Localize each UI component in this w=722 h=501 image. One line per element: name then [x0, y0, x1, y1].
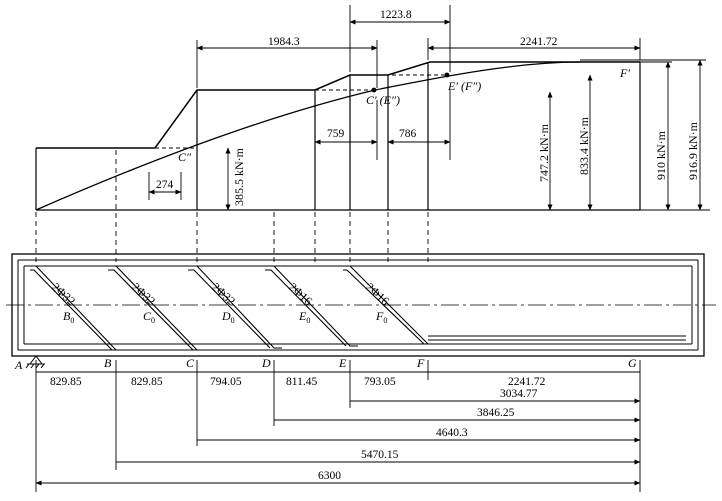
moment-747-2: 747.2 kN·m [537, 123, 551, 182]
cum-3034-77: 3034.77 [500, 388, 538, 400]
bar-label-e0-size: 2Φ16 [286, 280, 315, 308]
bar-label-b0-size: 2Φ32 [49, 280, 78, 308]
label-c-double-prime: C″ [178, 150, 192, 164]
point-label-d: D [261, 356, 271, 370]
moment-385-5: 385.5 kN·m [232, 147, 246, 206]
bar-label-c0-size: 2Φ32 [129, 280, 158, 308]
label-e-prime-f-double-prime: E′ (F″) [447, 79, 481, 93]
moment-833-4: 833.4 kN·m [577, 116, 591, 175]
point-label-a: A [14, 358, 23, 372]
span-793-05: 793.05 [364, 376, 396, 388]
moment-diagram: C″ C′ (E″) E′ (F″) F′ 385.5 kN·m 747.2 k… [35, 59, 710, 211]
span-794-05: 794.05 [210, 376, 242, 388]
bar-id-b0: B0 [63, 309, 74, 325]
moment-916-9: 916.9 kN·m [686, 121, 700, 180]
point-label-g: G [628, 356, 637, 370]
span-829-85-a: 829.85 [50, 376, 82, 388]
bar-label-d0-size: 2Φ32 [209, 280, 238, 308]
point-label-f: F [416, 356, 425, 370]
dim-2241-72-top: 2241.72 [520, 36, 558, 48]
bar-id-d0: D0 [221, 309, 235, 325]
dim-759: 759 [327, 128, 345, 140]
span-829-85-b: 829.85 [131, 376, 163, 388]
bar-id-f0: F0 [375, 309, 387, 325]
dim-786: 786 [399, 128, 417, 140]
span-2241-72: 2241.72 [508, 376, 546, 388]
point-labels: A B C D E F G [14, 356, 637, 372]
bar-id-e0: E0 [298, 309, 310, 325]
cumulative-dimensions: 3034.77 3846.25 4640.3 5470.15 6300 [35, 388, 641, 486]
point-e-prime [444, 72, 450, 78]
cum-3846-25: 3846.25 [477, 407, 515, 419]
top-dimensions: 1984.3 1223.8 2241.72 274 759 786 [148, 5, 641, 200]
span-dimensions: 829.85 829.85 794.05 811.45 793.05 2241.… [35, 360, 641, 492]
dim-274: 274 [156, 179, 174, 191]
point-label-b: B [104, 356, 112, 370]
bar-id-c0: C0 [143, 309, 155, 325]
moment-curve [35, 61, 581, 211]
projection-lines [35, 150, 429, 262]
cum-6300: 6300 [318, 470, 341, 482]
dim-1984-3: 1984.3 [268, 36, 300, 48]
dim-1223-8: 1223.8 [380, 9, 412, 21]
moment-910: 910 kN·m [654, 130, 668, 180]
point-label-e: E [338, 356, 347, 370]
cum-4640-3: 4640.3 [436, 427, 468, 439]
resistance-envelope [36, 61, 640, 149]
pin-support-icon [25, 355, 45, 369]
beam-elevation: 2Φ32 2Φ32 2Φ32 2Φ16 2Φ16 B0 C0 D0 E0 F0 [6, 253, 716, 369]
span-811-45: 811.45 [286, 376, 317, 388]
label-c-prime-e-double-prime: C′ (E″) [366, 93, 400, 107]
label-f-prime: F′ [619, 66, 630, 80]
cum-5470-15: 5470.15 [361, 449, 399, 461]
point-label-c: C [186, 356, 195, 370]
bent-bars [30, 265, 436, 351]
point-c-prime [371, 87, 377, 93]
